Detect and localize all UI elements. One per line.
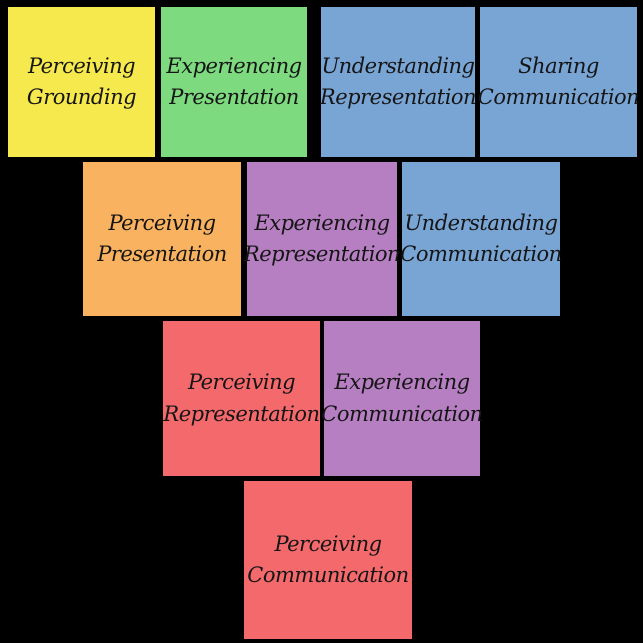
cell-label-line1: Experiencing <box>254 210 390 235</box>
cell-label-line1: Sharing <box>518 53 599 78</box>
cell-label-line1: Perceiving <box>187 370 296 394</box>
cell-perceiving-grounding: Perceiving Grounding <box>8 7 155 157</box>
cell-label-line2: Representation <box>319 85 477 109</box>
cell-label-line2: Presentation <box>169 85 299 109</box>
cell-label-line2: Representation <box>163 401 320 426</box>
cell-experiencing-representation: Experiencing Representation <box>243 162 401 316</box>
cell-label-line1: Perceiving <box>27 53 136 78</box>
cell-experiencing-communication: Experiencing Communication <box>321 321 483 476</box>
cell-label-line2: Representation <box>243 242 401 266</box>
cell-perceiving-communication: Perceiving Communication <box>244 481 412 639</box>
cell-label-line1: Experiencing <box>334 370 470 394</box>
cell-label-line2: Communication <box>400 242 562 266</box>
cell-experiencing-presentation: Experiencing Presentation <box>161 7 307 157</box>
cell-perceiving-representation: Perceiving Representation <box>163 321 320 476</box>
cell-sharing-communication: Sharing Communication <box>477 7 640 157</box>
cell-understanding-representation: Understanding Representation <box>319 7 477 157</box>
cell-perceiving-presentation: Perceiving Presentation <box>83 162 241 316</box>
cell-label-line1: Perceiving <box>274 531 382 556</box>
cell-label-line1: Perceiving <box>108 210 216 235</box>
cell-label-line2: Communication <box>477 85 640 109</box>
cell-label-line2: Presentation <box>97 242 227 266</box>
cell-label-line1: Experiencing <box>166 53 302 78</box>
cell-label-line1: Understanding <box>404 210 558 235</box>
cell-label-line1: Understanding <box>321 53 475 78</box>
cell-label-line2: Grounding <box>26 85 137 109</box>
cell-label-line2: Communication <box>321 401 483 426</box>
cell-label-line2: Communication <box>247 563 409 587</box>
cell-understanding-communication: Understanding Communication <box>400 162 562 316</box>
